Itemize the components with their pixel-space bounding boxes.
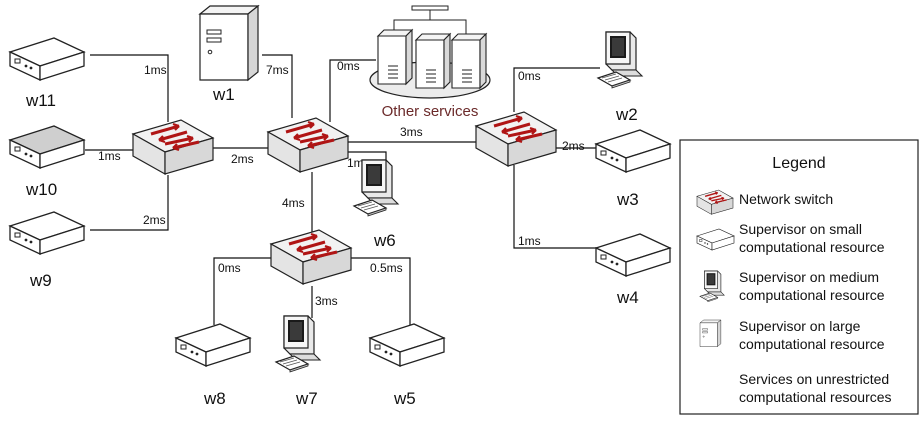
latency-w1: 7ms — [266, 63, 289, 77]
network-switch-bottom-icon — [271, 230, 351, 284]
w11-small-device-icon — [10, 38, 84, 80]
legend-large-label-2: computational resource — [739, 336, 885, 352]
node-label-w8: w8 — [203, 389, 226, 408]
latency-w3: 2ms — [562, 139, 585, 153]
network-switch-center-icon — [268, 118, 348, 172]
node-label-w4: w4 — [616, 288, 639, 307]
legend-medium-label-1: Supervisor on medium — [739, 269, 879, 285]
latency-w8: 0ms — [218, 261, 241, 275]
latency-w2: 0ms — [518, 69, 541, 83]
w10-small-device-icon — [10, 126, 84, 168]
latency-w7: 3ms — [315, 294, 338, 308]
w5-small-device-icon — [370, 324, 444, 366]
latency-w5: 0.5ms — [370, 261, 403, 275]
legend-small-label-2: computational resource — [739, 239, 885, 255]
legend-medium-label-2: computational resource — [739, 287, 885, 303]
node-label-w11: w11 — [25, 91, 56, 110]
legend-title: Legend — [772, 155, 825, 172]
legend-large-label-1: Supervisor on large — [739, 318, 861, 334]
latency-s1-center: 2ms — [231, 152, 254, 166]
network-switch-right-icon — [476, 112, 556, 166]
legend: Legend Network switch Supervisor on smal… — [680, 140, 918, 414]
w1-tower-server-icon — [200, 6, 258, 80]
latency-w10: 1ms — [98, 149, 121, 163]
node-label-w3: w3 — [616, 190, 639, 209]
latency-center-bottom: 4ms — [282, 196, 305, 210]
w7-desktop-pc-icon — [276, 316, 320, 372]
node-label-w5: w5 — [393, 389, 416, 408]
node-label-w6: w6 — [373, 231, 396, 250]
service-server-3-icon — [452, 34, 486, 88]
latency-services: 0ms — [337, 59, 360, 73]
service-server-2-icon — [416, 34, 450, 88]
w9-small-device-icon — [10, 212, 84, 254]
node-label-w2: w2 — [615, 105, 638, 124]
node-label-w7: w7 — [295, 389, 318, 408]
w8-small-device-icon — [176, 324, 250, 366]
latency-w11: 1ms — [144, 63, 167, 77]
legend-switch-label: Network switch — [739, 191, 833, 207]
legend-services-label-2: computational resources — [739, 389, 892, 405]
w4-small-device-icon — [596, 234, 670, 276]
latency-w4: 1ms — [518, 234, 541, 248]
node-label-w10: w10 — [25, 180, 57, 199]
node-label-w1: w1 — [212, 85, 235, 104]
other-services-label: Other services — [382, 103, 479, 120]
legend-large-icon — [700, 320, 721, 347]
legend-small-label-1: Supervisor on small — [739, 221, 862, 237]
w2-desktop-pc-icon — [598, 32, 642, 88]
latency-center-right: 3ms — [400, 125, 423, 139]
network-switch-left-icon — [133, 120, 213, 174]
node-label-w9: w9 — [29, 271, 52, 290]
latency-w9: 2ms — [143, 213, 166, 227]
service-server-1-icon — [378, 30, 412, 84]
legend-services-label-1: Services on unrestricted — [739, 371, 889, 387]
other-services-group: Other services — [370, 6, 490, 120]
w3-small-device-icon — [596, 130, 670, 172]
